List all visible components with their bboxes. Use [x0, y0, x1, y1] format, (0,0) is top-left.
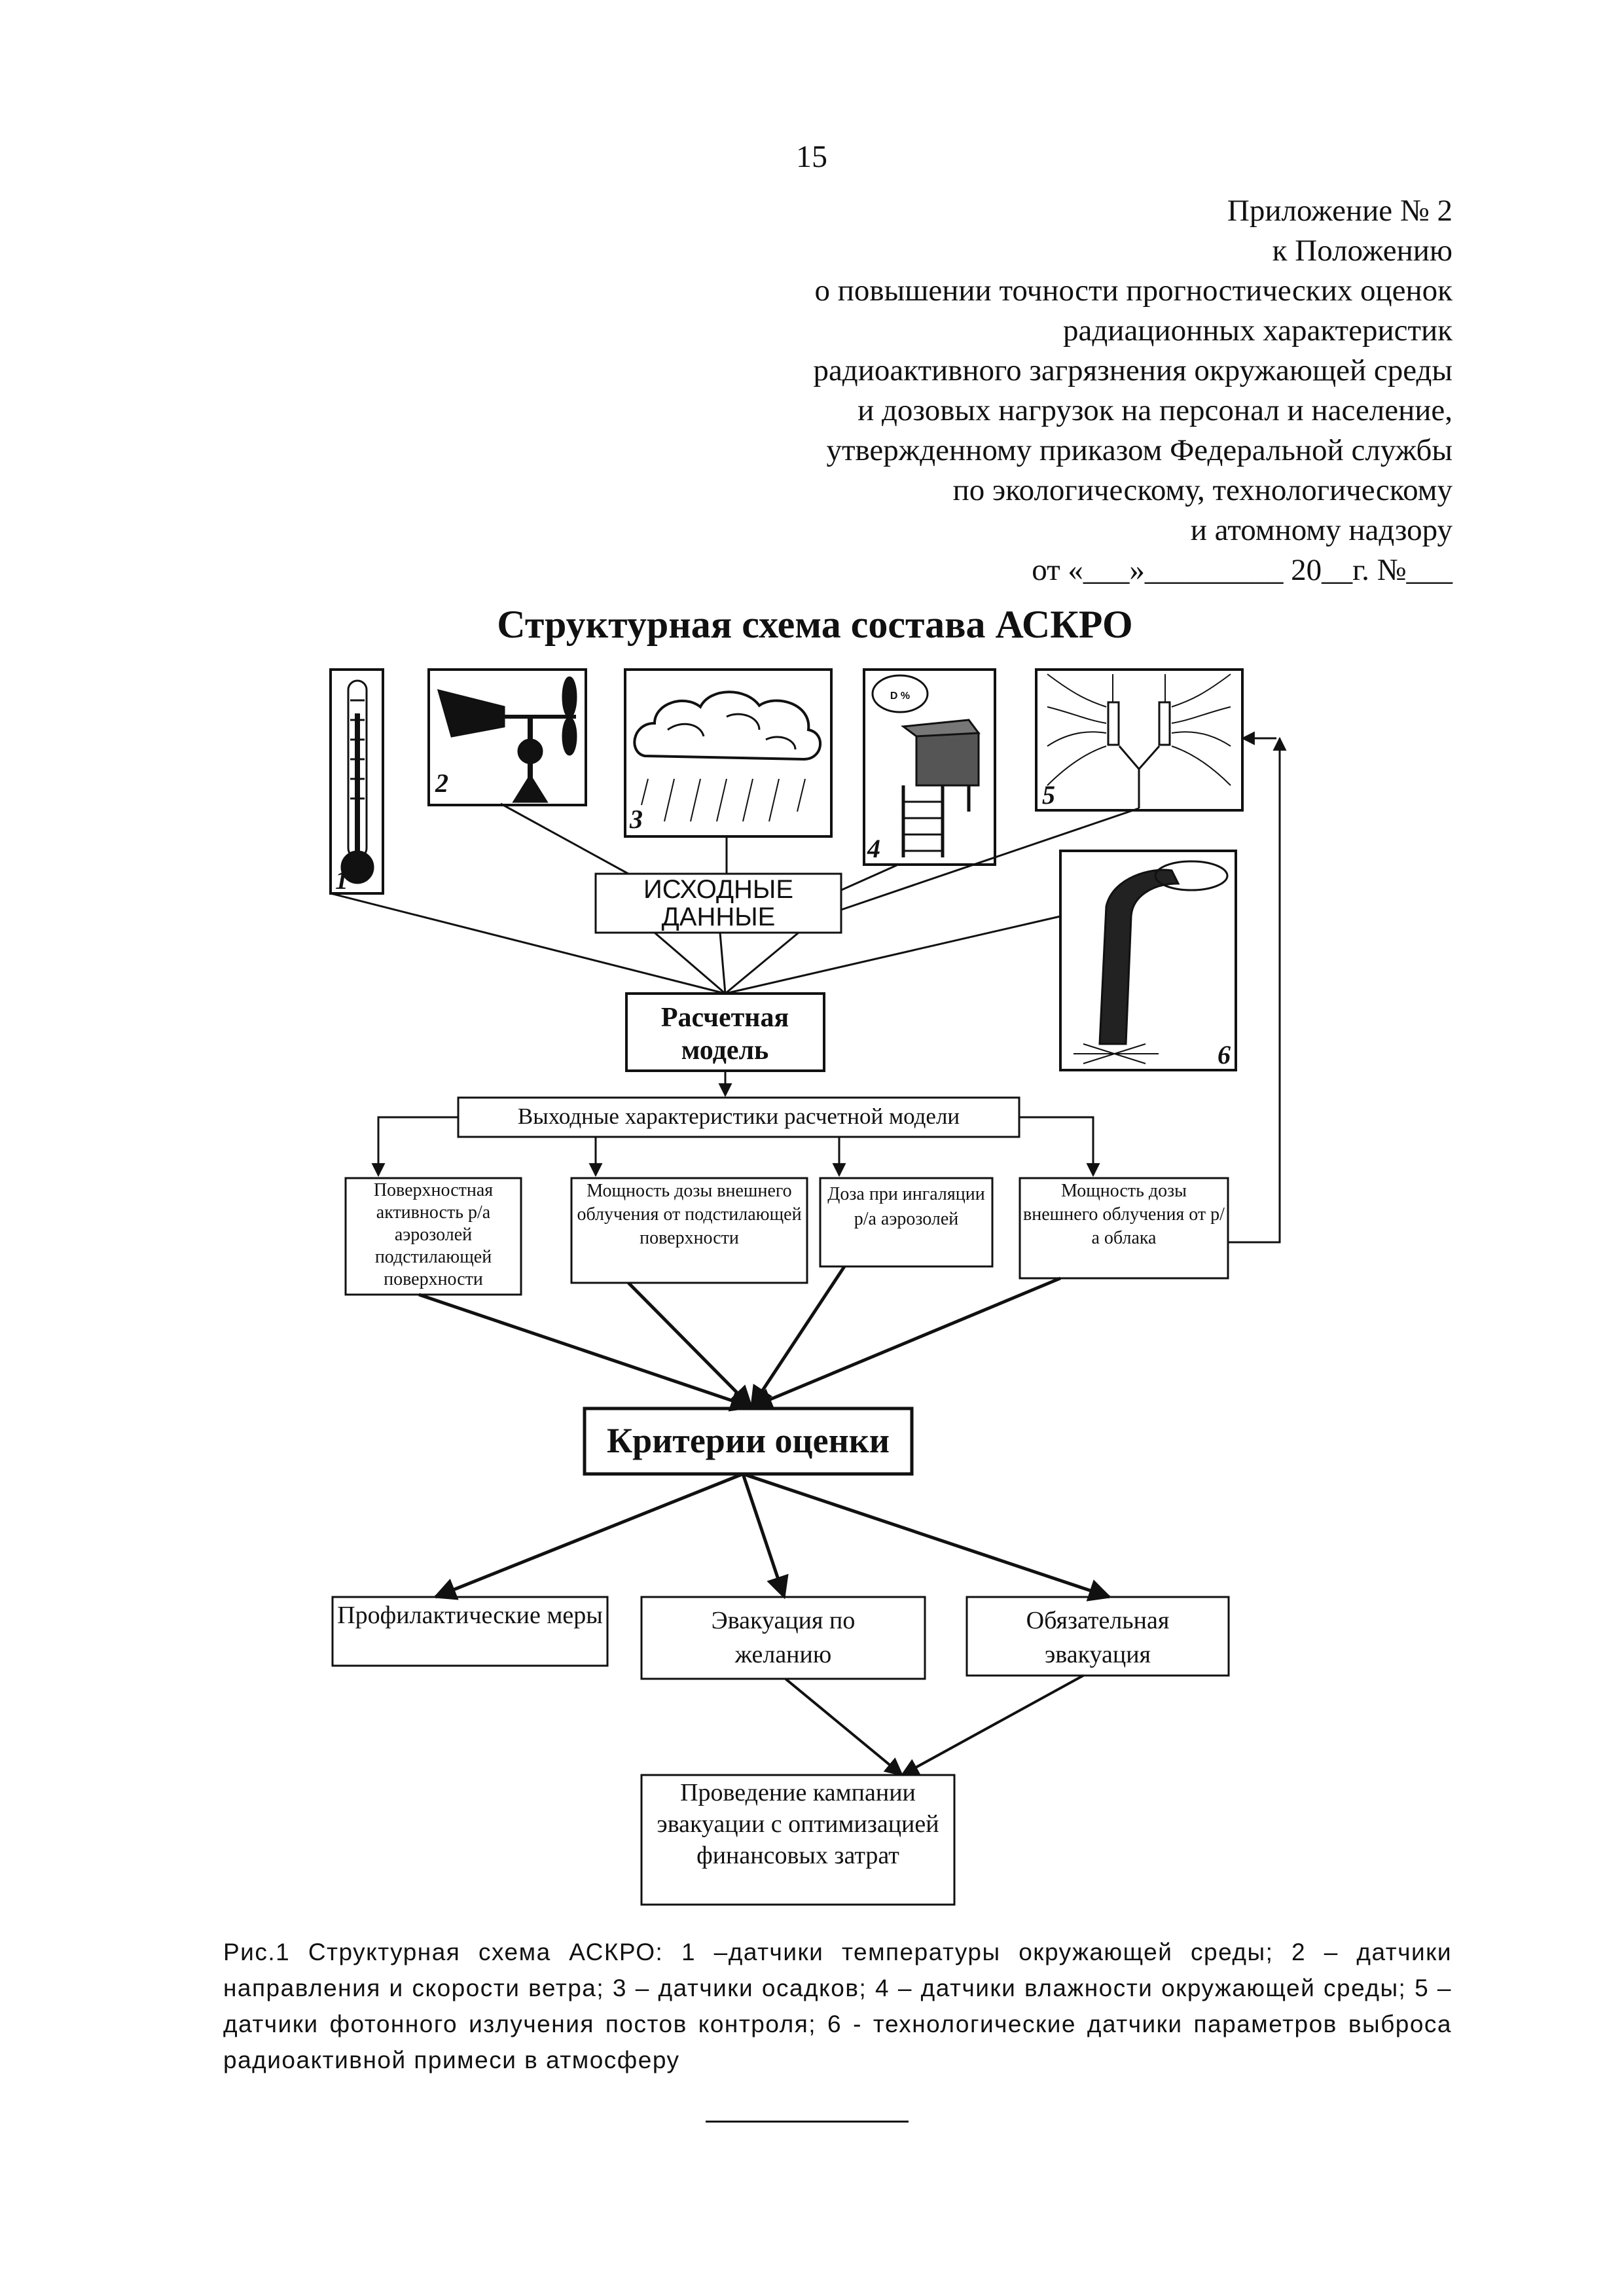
criteria-box	[583, 1407, 914, 1476]
action-box	[965, 1596, 1230, 1677]
rain-cloud-icon	[624, 668, 833, 838]
input-data-box	[594, 872, 842, 934]
model-label: Расчетная модель	[660, 1003, 789, 1066]
appendix-line: к Положению	[1272, 234, 1453, 268]
appendix-header: Приложение № 2 к Положению о повышении т…	[536, 191, 1453, 590]
input-data-label: ИСХОДНЫЕ ДАННЫЕ	[643, 875, 794, 931]
humidity-sensor-icon	[863, 668, 996, 866]
thermometer-icon	[329, 668, 384, 895]
humidity-label: D %	[890, 691, 910, 702]
action-label: Обязательная эвакуация	[1026, 1607, 1170, 1668]
figure-caption: Рис.1 Структурная схема АСКРО: 1 –датчик…	[223, 1939, 1452, 2073]
appendix-line: радиационных характеристик	[1063, 314, 1453, 348]
output-label: Мощность дозы внешнего облучения от подс…	[577, 1181, 802, 1248]
diagram-title: Структурная схема состава АСКРО	[497, 603, 1133, 646]
campaign-label: Проведение кампании эвакуации с оптимиза…	[657, 1779, 939, 1869]
output-box	[819, 1177, 994, 1268]
appendix-line: Приложение № 2	[1227, 194, 1453, 228]
appendix-line: радиоактивного загрязнения окружающей ср…	[813, 353, 1453, 387]
action-label: Эвакуация по желанию	[711, 1607, 856, 1668]
sensor-number: 1	[335, 865, 348, 895]
appendix-line: утвержденному приказом Федеральной служб…	[826, 433, 1453, 467]
action-label: Профилактические меры	[337, 1602, 603, 1629]
wind-vane-icon	[427, 668, 587, 806]
action-box	[640, 1596, 926, 1680]
appendix-line: по экологическому, технологическому	[952, 473, 1453, 507]
radiation-detector-icon	[1035, 668, 1244, 812]
sensor-number: 3	[629, 804, 643, 834]
stack-emission-icon	[1059, 850, 1237, 1071]
output-box	[344, 1177, 522, 1296]
sensor-number: 5	[1042, 780, 1055, 810]
appendix-line: и дозовых нагрузок на персонал и населен…	[857, 393, 1453, 427]
page-number: 15	[796, 139, 827, 174]
appendix-line: от «___»_________ 20__г. №___	[1032, 553, 1453, 587]
sensor-number: 6	[1218, 1040, 1231, 1069]
footer-divider	[706, 2121, 909, 2123]
output-box	[1019, 1177, 1229, 1280]
output-box	[570, 1177, 808, 1284]
output-label: Поверхностная активность р/а аэрозолей п…	[373, 1180, 494, 1289]
appendix-line: и атомному надзору	[1190, 513, 1453, 547]
outputs-header-label: Выходные характеристики расчетной модели	[517, 1103, 960, 1129]
appendix-line: о повышении точности прогностических оце…	[814, 274, 1453, 308]
campaign-box	[640, 1774, 956, 1906]
criteria-label: Критерии оценки	[607, 1421, 890, 1460]
sensor-number: 2	[435, 768, 448, 798]
sensor-number: 4	[867, 834, 880, 863]
output-label: Доза при ингаляции р/а аэрозолей	[827, 1184, 985, 1229]
action-box	[331, 1596, 609, 1667]
output-label: Мощность дозы внешнего облучения от р/а …	[1023, 1181, 1225, 1248]
